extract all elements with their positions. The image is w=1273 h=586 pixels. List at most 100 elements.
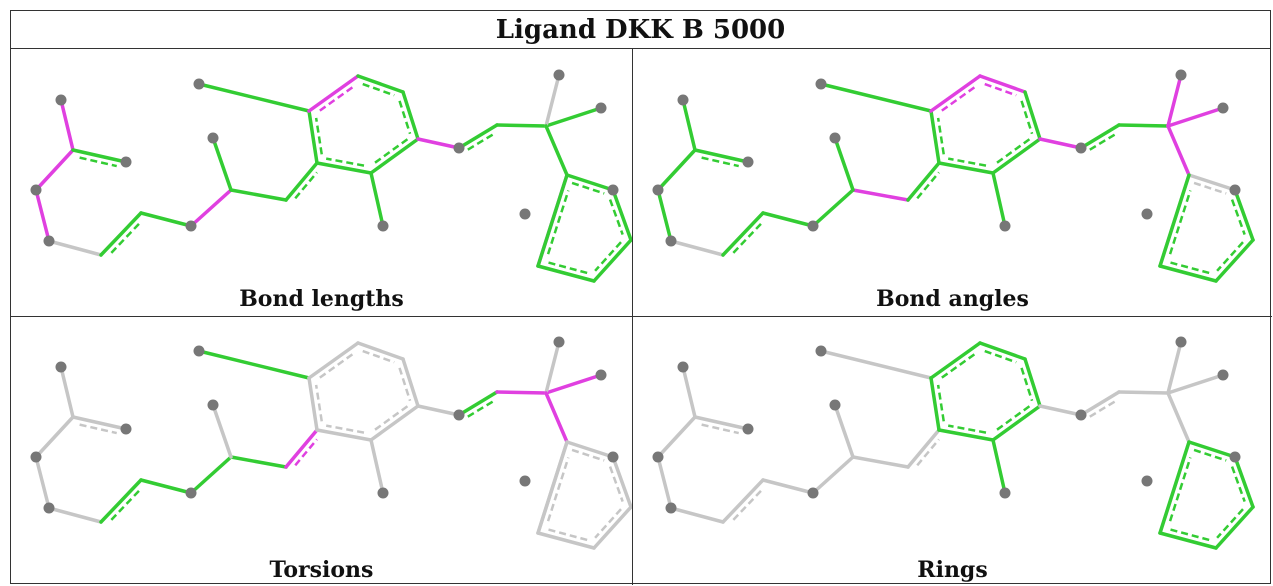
bond-a21-a20 [544,373,603,395]
bond-a13-a12 [819,82,933,113]
panel-bond-lengths: Bond lengths [11,50,632,316]
atom-a25 [1229,184,1241,196]
atom-a0 [55,361,67,373]
bond-dash-a25-a27 [1230,199,1246,235]
bond-a26-a25 [1187,440,1237,459]
bond-a13-a12 [197,82,311,113]
bond-dash-a28-a29 [547,261,588,275]
bond-dash-a11-a12 [936,117,945,155]
bond-a21-a26 [1166,124,1191,177]
bond-dash-a11-a12 [314,117,323,155]
bond-a0-a1 [59,98,75,152]
molecule-bond-lengths [30,69,632,283]
bond-dash-a28-a29 [1169,528,1210,542]
atom-a25 [607,184,619,196]
bond-dash-a29-a26 [546,190,570,255]
bond-a1-a2 [693,148,750,164]
atom-a25 [1229,451,1241,463]
bond-dash-a26-a25 [1193,181,1227,195]
bond-a16-a24 [1079,123,1121,150]
bond-dash-a27-a28 [594,241,622,272]
bond-a21-a26 [544,391,569,444]
bond-a18-a19 [369,438,385,495]
bond-a4-a5 [669,506,725,524]
bond-a17-a18 [991,404,1042,442]
bond-a0-a1 [59,365,75,419]
bond-dash-a1-a2 [701,423,740,435]
bond-dash-a17-a18 [373,405,409,432]
bond-a18-a19 [991,438,1007,495]
panel-bond-angles: Bond angles [633,50,1272,316]
bond-a24-a21 [1117,123,1170,128]
bond-a21-a26 [544,124,569,177]
bond-dash-a15-a17 [1020,367,1034,402]
bond-a10-a11 [284,161,319,202]
atom-a0 [677,361,689,373]
bond-a11-a12 [307,376,319,432]
bond-a17-a16 [416,137,461,150]
atom-a0 [677,94,689,106]
bond-a3-a4 [34,455,51,510]
atom-a4 [43,235,55,247]
bond-a7-a6 [139,478,193,495]
atom-a22 [1175,69,1187,81]
atom-a22 [553,336,565,348]
bond-a6-a8 [811,455,855,495]
atom-a3 [652,184,664,196]
bond-dash-a1-a2 [79,156,118,168]
atom-a6 [185,487,197,499]
bond-a13-a12 [819,349,933,380]
atom-a19 [377,487,389,499]
bond-dash-a16-a24 [1089,132,1118,151]
bond-a17-a16 [416,404,461,417]
bond-dash-a17-a18 [373,138,409,165]
atom-a13 [193,78,205,90]
panel-torsions: Torsions [11,317,632,585]
bond-a18-a11 [315,428,373,442]
bond-a21-a20 [1166,373,1225,395]
atom-a19 [377,220,389,232]
bond-a6-a8 [189,455,233,495]
bond-a15-a17 [401,90,420,141]
bond-a14-a15 [978,341,1027,361]
molecule-torsions [30,336,632,550]
bond-dash-a1-a2 [701,156,740,168]
bond-a17-a18 [369,137,420,175]
bond-a9-a8 [211,136,233,192]
bond-a25-a27 [1233,188,1255,242]
caption-bond-lengths: Bond lengths [239,286,404,312]
divider-horizontal [11,316,1272,317]
bond-a17-a16 [1038,137,1083,150]
bond-dash-a29-a26 [1168,190,1192,255]
atom-a4 [43,502,55,514]
bond-dash-a26-a25 [1193,448,1227,462]
bond-a25-a27 [611,188,632,242]
bond-dash-a12-a14 [319,85,355,112]
bond-dash-a16-a24 [467,399,496,418]
panel-rings: Rings [633,317,1272,585]
bond-a26-a25 [1187,173,1237,192]
atom-a2 [742,423,754,435]
atom-a2 [120,156,132,168]
bond-a17-a18 [369,404,420,442]
atom-a23 [1141,208,1153,220]
bond-dash-a18-a11 [325,424,365,434]
caption-bond-angles: Bond angles [876,286,1029,312]
bond-a18-a11 [937,161,995,175]
bond-a8-a10 [851,455,910,469]
bond-dash-a10-a11 [916,171,940,200]
bond-a26-a25 [565,440,615,459]
bond-dash-a5-a7 [110,222,141,254]
figure-title: Ligand DKK B 5000 [11,11,1270,49]
atom-a6 [185,220,197,232]
bond-dash-a14-a15 [362,349,395,364]
bond-a9-a8 [833,403,855,459]
bond-a12-a14 [929,341,982,380]
bond-dash-a26-a25 [571,448,605,462]
bond-a14-a15 [356,74,405,94]
atom-a20 [595,102,607,114]
bond-a1-a3 [34,415,75,459]
bond-a7-a6 [761,211,815,228]
bond-a28-a29 [1158,531,1218,550]
bond-a17-a16 [1038,404,1083,417]
